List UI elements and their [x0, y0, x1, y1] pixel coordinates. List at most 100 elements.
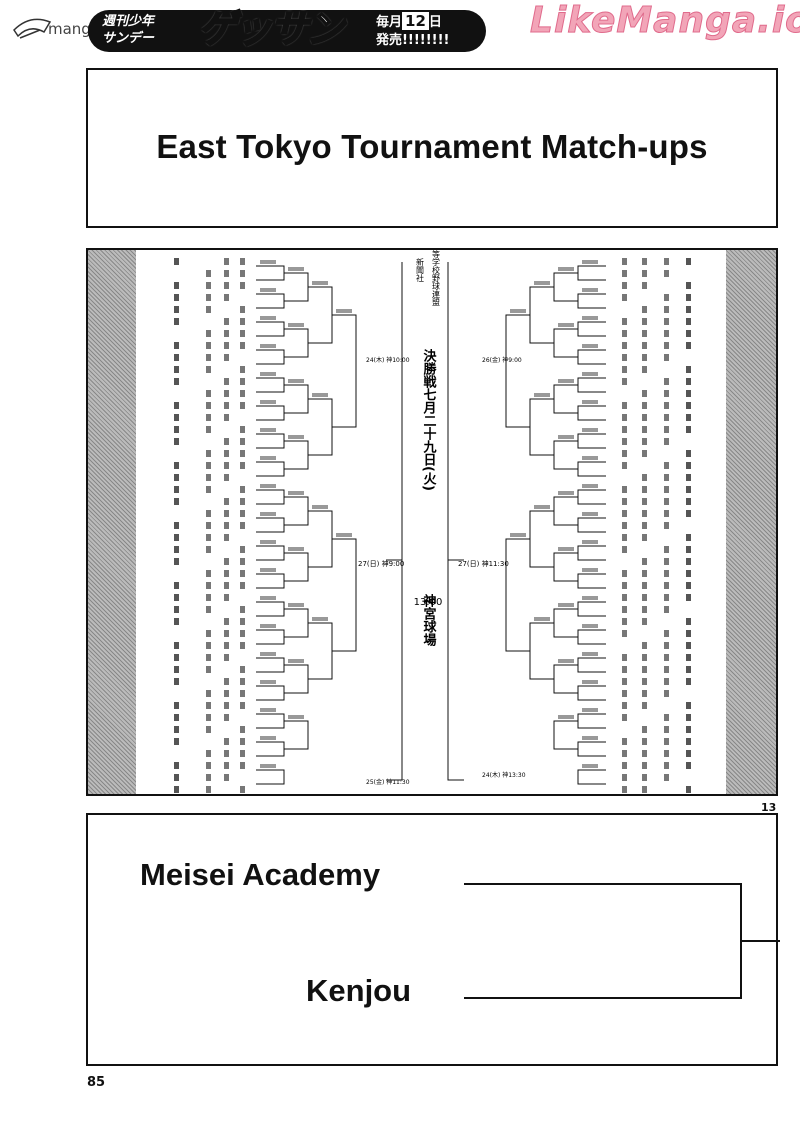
- school-mark: [622, 258, 627, 265]
- bracket-match: [284, 440, 309, 470]
- bracket-match: [577, 685, 606, 701]
- school-mark: [206, 690, 211, 697]
- match-date-mark: [582, 652, 598, 656]
- school-mark: [642, 690, 647, 697]
- school-mark: [686, 678, 691, 685]
- school-mark: [664, 426, 669, 433]
- school-mark: [686, 486, 691, 493]
- school-mark: [622, 750, 627, 757]
- school-mark: [642, 282, 647, 289]
- school-mark: [686, 618, 691, 625]
- school-mark: [622, 582, 627, 589]
- bracket-match: [577, 377, 606, 393]
- match-date-mark: [260, 428, 276, 432]
- matchup-panel: Meisei Academy Kenjou: [86, 813, 780, 1066]
- school-mark: [206, 474, 211, 481]
- match-date-mark: [558, 323, 574, 327]
- school-mark: [622, 438, 627, 445]
- school-mark: [174, 726, 179, 733]
- match-date-mark: [582, 596, 598, 600]
- bracket-match: [256, 601, 285, 617]
- school-mark: [206, 390, 211, 397]
- match-date-mark: [558, 715, 574, 719]
- school-mark: [664, 642, 669, 649]
- match-date-mark: [312, 281, 328, 285]
- school-mark: [642, 366, 647, 373]
- school-mark: [206, 342, 211, 349]
- bracket-match: [577, 433, 606, 449]
- school-mark: [174, 702, 179, 709]
- school-mark: [686, 294, 691, 301]
- final-label: 決勝戦七月二十九日(火): [421, 348, 438, 490]
- school-mark: [686, 510, 691, 517]
- match-date-mark: [336, 533, 352, 537]
- school-mark: [206, 402, 211, 409]
- bracket-match: [332, 314, 357, 428]
- school-mark: [224, 702, 229, 709]
- school-mark: [224, 678, 229, 685]
- match-date-mark: [260, 624, 276, 628]
- school-mark: [206, 330, 211, 337]
- bracket-match: [577, 517, 606, 533]
- team-a-name: Meisei Academy: [140, 857, 381, 892]
- school-mark: [622, 294, 627, 301]
- school-mark: [206, 462, 211, 469]
- match-date-mark: [288, 603, 304, 607]
- match-date-mark: [582, 428, 598, 432]
- match-date-mark: [260, 512, 276, 516]
- school-mark: [224, 522, 229, 529]
- school-mark: [642, 582, 647, 589]
- school-mark: [686, 306, 691, 313]
- school-mark: [206, 582, 211, 589]
- bracket-match: [577, 293, 606, 309]
- school-mark: [206, 642, 211, 649]
- school-mark: [686, 450, 691, 457]
- school-mark: [642, 354, 647, 361]
- school-mark: [240, 726, 245, 733]
- school-mark: [240, 762, 245, 769]
- school-mark: [664, 270, 669, 277]
- school-mark: [240, 546, 245, 553]
- bracket-match: [529, 622, 554, 680]
- school-mark: [622, 426, 627, 433]
- school-mark: [174, 498, 179, 505]
- bracket-match: [256, 433, 285, 449]
- school-mark: [240, 390, 245, 397]
- school-mark: [206, 762, 211, 769]
- match-date-mark: [582, 316, 598, 320]
- school-mark: [206, 666, 211, 673]
- bracket-match: [577, 601, 606, 617]
- school-mark: [174, 282, 179, 289]
- school-mark: [664, 654, 669, 661]
- school-mark: [622, 522, 627, 529]
- venue-label: 神宮球場: [421, 593, 437, 647]
- school-mark: [642, 738, 647, 745]
- school-mark: [664, 402, 669, 409]
- bracket-match: [256, 461, 285, 477]
- school-mark: [206, 594, 211, 601]
- match-date-mark: [312, 505, 328, 509]
- bracket-match: [256, 545, 285, 561]
- school-mark: [206, 630, 211, 637]
- match-date-mark: [582, 512, 598, 516]
- school-mark: [622, 774, 627, 781]
- school-mark: [642, 570, 647, 577]
- final-time: 13:00: [414, 597, 443, 608]
- school-mark: [664, 546, 669, 553]
- school-mark: [642, 522, 647, 529]
- school-mark: [206, 714, 211, 721]
- school-mark: [224, 642, 229, 649]
- match-date-mark: [260, 260, 276, 264]
- screentone-left: [88, 250, 136, 794]
- match-date-mark: [260, 316, 276, 320]
- school-mark: [240, 642, 245, 649]
- school-mark: [642, 270, 647, 277]
- match-date-mark: [288, 659, 304, 663]
- bracket-lines-left: [256, 260, 357, 785]
- school-mark: [622, 666, 627, 673]
- school-mark: [642, 786, 647, 793]
- school-mark: [206, 486, 211, 493]
- match-date-mark: [260, 344, 276, 348]
- bracket-match: [284, 664, 309, 694]
